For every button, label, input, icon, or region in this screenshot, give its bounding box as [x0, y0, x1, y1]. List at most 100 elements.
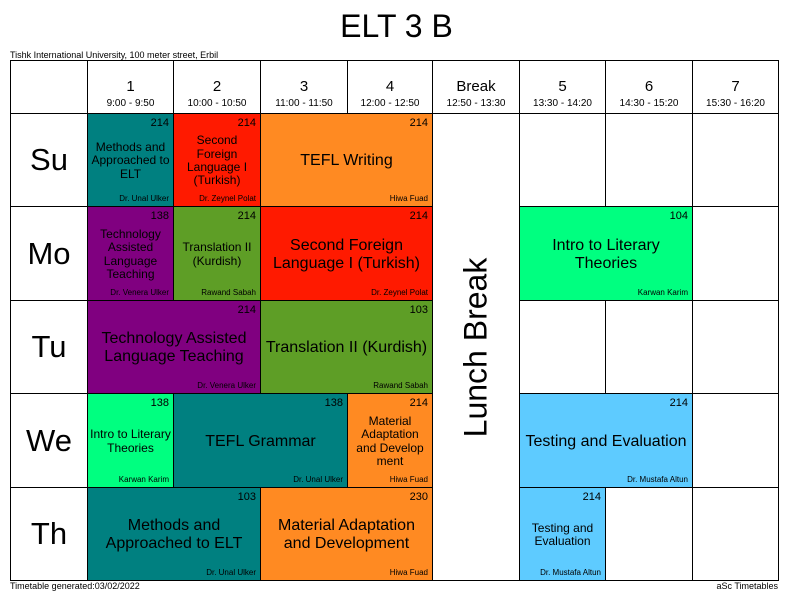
teacher-name: Dr. Mustafa Altun	[540, 568, 601, 577]
page-title: ELT 3 B	[340, 8, 453, 44]
period-number: 5	[558, 78, 567, 95]
period-header: Break 12:50 - 13:30	[432, 60, 520, 114]
room-number: 214	[409, 117, 428, 129]
teacher-name: Dr. Unal Ulker	[293, 475, 343, 484]
subject-name: Intro to Literary Theories	[552, 236, 660, 272]
app-credit: aSc Timetables	[716, 581, 778, 591]
period-header: 2 10:00 - 10:50	[173, 60, 261, 114]
period-time: 15:30 - 16:20	[706, 98, 765, 109]
period-header: 5 13:30 - 14:20	[519, 60, 606, 114]
subject-name: Testing and Evaluation	[525, 432, 687, 450]
empty-slot	[692, 206, 779, 301]
room-number: 214	[237, 304, 256, 316]
empty-slot	[605, 113, 693, 207]
subject-name: Material Adaptation and Development	[278, 517, 415, 552]
subject-name: Intro to Literary Theories	[90, 427, 171, 455]
teacher-name: Dr. Mustafa Altun	[627, 475, 688, 484]
teacher-name: Rawand Sabah	[373, 381, 428, 390]
period-header: 7 15:30 - 16:20	[692, 60, 779, 114]
period-header: 4 12:00 - 12:50	[347, 60, 433, 114]
period-header: 1 9:00 - 9:50	[87, 60, 174, 114]
teacher-name: Hiwa Fuad	[389, 194, 428, 203]
period-number: 2	[212, 78, 222, 95]
empty-slot	[692, 300, 779, 394]
period-time: 14:30 - 15:20	[619, 98, 679, 109]
subject-name: TEFL Writing	[300, 152, 393, 170]
teacher-name: Karwan Karim	[118, 475, 169, 484]
subject-name: Methods and Approached to ELT	[91, 139, 170, 181]
room-number: 214	[150, 117, 169, 129]
teacher-name: Dr. Unal Ulker	[206, 568, 256, 577]
subject-name: Translation II (Kurdish)	[182, 240, 252, 268]
period-time: 13:30 - 14:20	[533, 98, 592, 109]
day-label: Su	[10, 113, 88, 207]
room-number: 214	[237, 210, 256, 222]
period-time: 9:00 - 9:50	[106, 98, 155, 109]
day-label: We	[10, 393, 88, 488]
address: Tishk International University, 100 mete…	[10, 50, 219, 60]
subject-name: Material Adaptation and Develop ment	[356, 413, 424, 468]
day-label: Th	[10, 487, 88, 581]
teacher-name: Dr. Venera Ulker	[197, 381, 256, 390]
lunch-break-label: Lunch Break	[457, 257, 494, 437]
period-time: 12:00 - 12:50	[360, 98, 420, 109]
empty-slot	[605, 487, 693, 581]
subject-name: Technology Assisted Language Teaching	[101, 330, 247, 365]
period-number: 1	[126, 78, 135, 95]
teacher-name: Hiwa Fuad	[389, 568, 428, 577]
room-number: 138	[324, 397, 343, 409]
period-time: 10:00 - 10:50	[187, 98, 247, 109]
subject-name: Translation II (Kurdish)	[265, 339, 428, 357]
empty-slot	[692, 113, 779, 207]
room-number: 214	[409, 397, 428, 409]
period-number: 7	[731, 78, 740, 95]
empty-slot	[605, 300, 693, 394]
room-number: 214	[237, 117, 256, 129]
room-number: 103	[409, 304, 428, 316]
room-number: 214	[582, 491, 601, 503]
period-number: 4	[385, 78, 395, 95]
generated-date: Timetable generated:03/02/2022	[10, 581, 140, 591]
period-time: 12:50 - 13:30	[446, 98, 506, 109]
teacher-name: Rawand Sabah	[201, 288, 256, 297]
teacher-name: Dr. Unal Ulker	[119, 194, 169, 203]
subject-name: TEFL Grammar	[205, 432, 316, 450]
teacher-name: Dr. Zeynel Polat	[199, 194, 256, 203]
subject-name: Technology Assisted Language Teaching	[100, 226, 161, 281]
room-number: 138	[150, 397, 169, 409]
empty-slot	[519, 113, 606, 207]
period-number: Break	[456, 78, 496, 95]
period-header: 3 11:00 - 11:50	[260, 60, 348, 114]
subject-name: Second Foreign Language I (Turkish)	[186, 133, 248, 188]
period-time: 11:00 - 11:50	[275, 98, 333, 109]
room-number: 138	[150, 210, 169, 222]
empty-slot	[519, 300, 606, 394]
subject-name: Second Foreign Language I (Turkish)	[272, 236, 421, 272]
subject-name: Methods and Approached to ELT	[105, 517, 243, 552]
lunch-break: Lunch Break	[432, 113, 520, 581]
room-number: 214	[669, 397, 688, 409]
room-number: 214	[409, 210, 428, 222]
subject-name: Testing and Evaluation	[531, 520, 594, 548]
teacher-name: Hiwa Fuad	[389, 475, 428, 484]
teacher-name: Karwan Karim	[637, 288, 688, 297]
period-number: 3	[299, 78, 309, 95]
room-number: 104	[669, 210, 688, 222]
